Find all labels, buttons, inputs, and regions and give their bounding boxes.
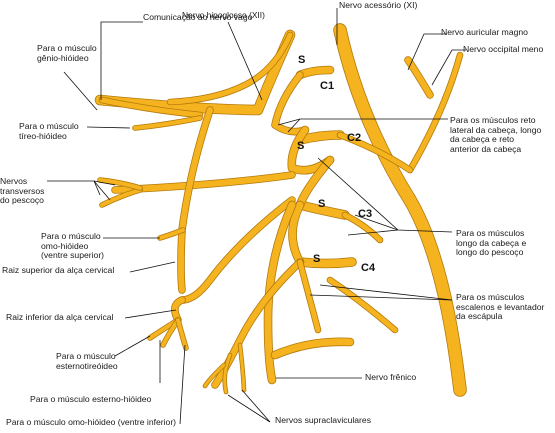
leader-omo-inferior (179, 344, 186, 425)
label-esternotireoideo: Para o músculo esternotireóideo (56, 351, 118, 371)
label-genio-hioideo: Para o músculo gênio-hióideo (37, 43, 97, 63)
omohyoid-superior-branch (158, 228, 185, 240)
c2-loop (288, 126, 334, 174)
label-omo-hioideo-inferior: Para o músculo omo-hióideo (ventre infer… (6, 417, 177, 427)
transverse-branch-a (100, 188, 142, 207)
label-tireo-hioideo: Para o músculo tíreo-hióideo (19, 121, 79, 141)
label-esterno-hioideo: Para o músculo esterno-hióideo (30, 394, 152, 404)
label-frenico: Nervo frênico (365, 372, 417, 382)
marker-s4: S (313, 253, 321, 265)
marker-c2: C2 (347, 132, 362, 144)
marker-s3: S (318, 198, 326, 210)
leader-escalenos-b (319, 284, 453, 301)
label-omo-hioideo-superior: Para o músculo omo-hióideo (ventre super… (41, 231, 105, 261)
leader-genio (63, 71, 98, 111)
marker-s1: S (298, 54, 306, 66)
leader-escalenos-a (309, 294, 453, 301)
phrenic-nerve (264, 201, 296, 384)
c1-loop (272, 72, 308, 135)
leader-occipital (431, 49, 466, 86)
leader-auricular (407, 33, 447, 71)
leader-lines (47, 8, 466, 425)
c4-root (296, 258, 356, 268)
label-transversos-pescoco: Nervos transversos do pescoço (0, 176, 45, 206)
marker-s2: S (297, 140, 305, 152)
label-acessorio: Nervo acessório (XI) (339, 0, 418, 10)
transverse-branch-b (98, 178, 142, 190)
scalene-branch (297, 259, 321, 333)
thyrohyoid-branch (133, 116, 202, 130)
supraclavicular-c (203, 363, 226, 388)
leader-longo-b (347, 229, 399, 236)
leader-longo-c (354, 214, 399, 231)
leader-esternotireoideo (114, 335, 151, 357)
label-hipoglosso: Nervo hipoglosso (XII) (182, 10, 265, 20)
label-raiz-superior: Raiz superior da alça cervical (2, 265, 115, 275)
marker-c1: C1 (320, 80, 335, 92)
geniohyoid-branch (167, 32, 293, 105)
supraclavicular-b (238, 343, 246, 392)
leader-supraclaviculares-a (241, 389, 271, 423)
phrenic-accessory (271, 338, 354, 359)
leader-transversos-a (47, 180, 111, 201)
deep-branch-c3 (342, 212, 383, 243)
label-raiz-inferior: Raiz inferior da alça cervical (6, 312, 114, 322)
leader-supraclaviculares-b (227, 394, 271, 423)
label-auricular-magno: Nervo auricular magno (441, 27, 528, 37)
label-longo-cabeca: Para os músculos longo da cabeça e longo… (456, 228, 527, 258)
marker-c3: C3 (358, 208, 373, 220)
c2-auricular-link (337, 132, 413, 173)
marker-c4: C4 (361, 262, 376, 274)
hypoglossal-nerve (95, 30, 295, 115)
lesser-occipital (407, 52, 463, 173)
ansa-inferior-root (179, 197, 295, 303)
nerve-paths (94, 23, 467, 397)
supraclavicular-a (223, 353, 232, 394)
leader-raiz-inferior (124, 309, 177, 319)
leader-raiz-superior (129, 261, 176, 273)
leader-reto-b (287, 118, 301, 133)
deep-branch-c4 (327, 277, 398, 333)
label-supraclaviculares: Nervos supraclaviculares (275, 415, 371, 425)
c4-loop (289, 201, 304, 266)
label-escalenos: Para os músculos escalenos e levantador … (456, 292, 545, 322)
leader-transversos-b (93, 180, 116, 186)
leader-transversos-c (93, 180, 101, 196)
great-auricular (405, 57, 433, 98)
ansa-superior-root (178, 107, 213, 293)
leader-comunicacao (100, 21, 143, 100)
leader-hipoglosso (227, 21, 263, 101)
label-reto-cabeca: Para os músculos reto lateral da cabeça,… (450, 115, 542, 154)
label-occipital-menor: Nervo occipital meno (463, 44, 544, 54)
leader-tireo (86, 126, 131, 129)
accessory-nerve (334, 24, 466, 396)
vagus-communication (99, 97, 203, 118)
supraclavicular-main (212, 259, 303, 388)
label-comunicacao-vago: Comunicação ao nervo vago (143, 12, 253, 22)
